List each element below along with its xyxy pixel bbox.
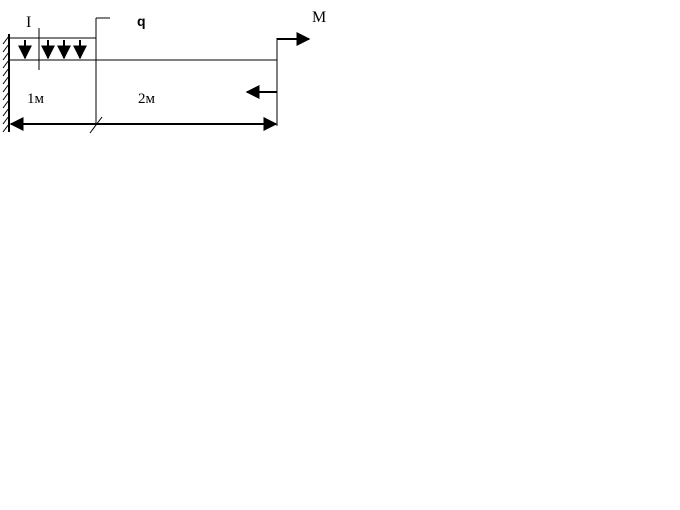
load-label: q <box>137 13 146 29</box>
fixed-support <box>2 34 10 133</box>
distributed-load <box>9 17 110 60</box>
moment-label: M <box>312 9 326 26</box>
section-label: I <box>26 14 31 31</box>
load-arrows <box>18 40 87 60</box>
wall-hatching <box>2 35 10 133</box>
load-outline <box>9 37 97 60</box>
segment-left-label: 1м <box>27 91 45 107</box>
segment-right-label: 2м <box>138 91 156 107</box>
